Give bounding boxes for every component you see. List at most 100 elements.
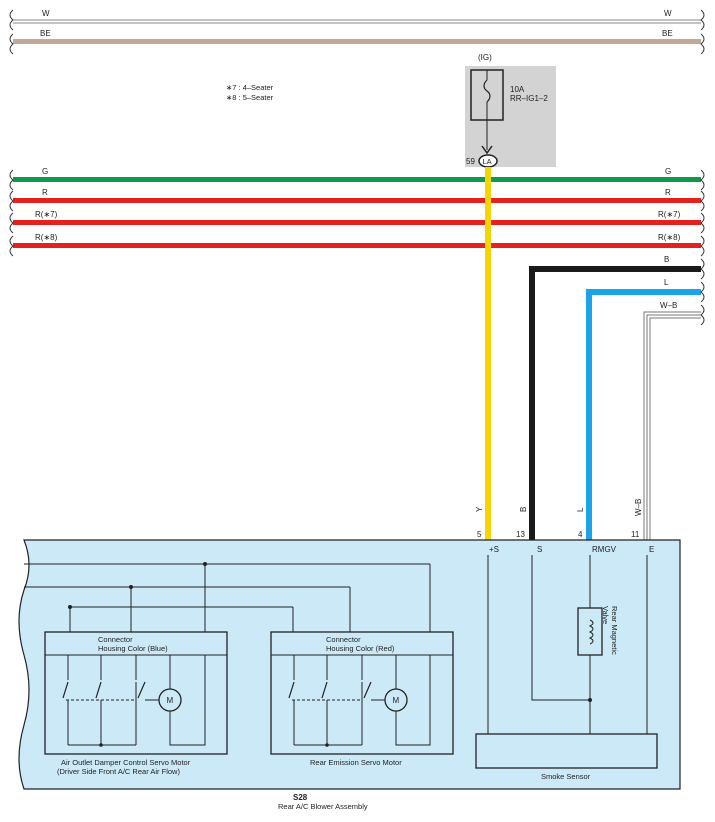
wire-g [13, 177, 701, 182]
servo-motor-2: Connector Housing Color (Red) M Rear Emi… [270, 631, 454, 767]
fuse-rating: 10A [510, 85, 525, 94]
right-wires: B L W–B [529, 255, 705, 540]
switch-icon [288, 681, 295, 699]
wire-l-vertical [586, 289, 592, 540]
fuse-area [465, 66, 556, 167]
bus-wires: G G R R R(∗7) R(∗7) R(∗8) R(∗8) [9, 167, 705, 257]
wire-label: L [576, 507, 585, 512]
assembly-box [18, 539, 681, 790]
fuse-block: (IG) 10A RR–IG1–2 59 LA [465, 53, 556, 168]
wire-label: R(∗7) [658, 210, 681, 219]
wire-r8 [13, 243, 701, 248]
break-mark [700, 258, 705, 280]
wire-label: W [664, 9, 672, 18]
wire-label: R [42, 188, 48, 197]
internal-wire [531, 555, 590, 701]
servo-label: (Driver Side Front A/C Rear Air Flow) [57, 767, 180, 776]
break-mark [9, 235, 14, 257]
junction-dot [588, 698, 592, 702]
wire-b-vertical [529, 266, 535, 540]
assembly-name: Rear A/C Blower Assembly [278, 802, 368, 811]
wire-r7 [13, 220, 701, 225]
note-4-seater: ∗7 : 4–Seater [226, 83, 274, 92]
wire-label: BE [40, 29, 51, 38]
fuse-name: RR–IG1–2 [510, 94, 548, 103]
break-mark [700, 169, 705, 191]
switch-icon [95, 681, 102, 699]
break-mark [700, 190, 705, 212]
break-mark [700, 235, 705, 257]
wire-label: W [42, 9, 50, 18]
internal-wire [169, 655, 206, 746]
break-mark [700, 281, 705, 303]
wire-y [485, 167, 491, 540]
pin-name: E [649, 545, 654, 554]
pin-number: 11 [631, 530, 640, 539]
arrow-down-icon [481, 145, 493, 155]
switch-icon [363, 681, 372, 699]
break-mark [9, 169, 14, 191]
servo-wiring [24, 562, 431, 632]
connector-la-label: LA [483, 157, 492, 166]
junction-dot [203, 562, 207, 566]
wire-wb [649, 317, 701, 540]
wire-label: L [664, 278, 669, 287]
servo-label: Rear Emission Servo Motor [310, 758, 402, 767]
switch-icon [62, 681, 69, 699]
motor-label: M [167, 696, 174, 705]
switch-icon [321, 681, 328, 699]
wire-be [13, 39, 701, 44]
junction-dot [99, 743, 103, 747]
coil-icon [588, 619, 594, 645]
break-mark [700, 304, 705, 326]
servo-box [270, 631, 454, 755]
switch-icon [137, 681, 146, 699]
wire-label: W–B [634, 499, 643, 516]
wire-wb [643, 311, 701, 540]
junction-dot [129, 585, 133, 589]
pin-name: RMGV [592, 545, 617, 554]
wire-label: W–B [660, 301, 677, 310]
servo-motor-1: Connector Housing Color (Blue) M Air Out… [44, 631, 228, 776]
break-mark [700, 9, 705, 31]
wire-label: G [665, 167, 671, 176]
break-mark [700, 33, 705, 55]
valve-label: Rear Magnetic Valve [601, 606, 619, 657]
smoke-sensor-box [475, 733, 658, 769]
connector-color: Housing Color (Blue) [98, 644, 168, 653]
wire-b-horizontal [529, 266, 701, 272]
assembly-code: S28 [293, 793, 308, 802]
wire-label: R(∗8) [35, 233, 58, 242]
fuse-pin: 59 [466, 157, 475, 166]
junction-dot [325, 743, 329, 747]
wire-label: G [42, 167, 48, 176]
break-mark [9, 33, 14, 55]
wire-label: R(∗7) [35, 210, 58, 219]
connector-color: Housing Color (Red) [326, 644, 395, 653]
break-mark [9, 190, 14, 212]
wire-r [13, 198, 701, 203]
break-mark [9, 212, 14, 234]
smoke-sensor-label: Smoke Sensor [541, 772, 591, 781]
motor-label: M [393, 696, 400, 705]
break-mark [9, 9, 14, 31]
pin-number: 5 [477, 530, 482, 539]
wire-wb [646, 314, 701, 540]
valve-box [577, 607, 603, 656]
wire-l-horizontal [586, 289, 701, 295]
top-wires: W W BE BE [9, 9, 705, 55]
fuse-icon [483, 79, 491, 103]
junction-dot [68, 605, 72, 609]
connector-label: Connector [98, 635, 133, 644]
servo-switches [62, 655, 146, 747]
valve-label-line2: Valve [601, 606, 610, 624]
servo-box [44, 631, 228, 755]
pin-name: S [537, 545, 542, 554]
servo-label: Air Outlet Damper Control Servo Motor [61, 758, 191, 767]
note-5-seater: ∗8 : 5–Seater [226, 93, 274, 102]
connector-label: Connector [326, 635, 361, 644]
wire-label: BE [662, 29, 673, 38]
valve-label-line1: Rear Magnetic [610, 606, 619, 655]
wire-label: B [664, 255, 669, 264]
